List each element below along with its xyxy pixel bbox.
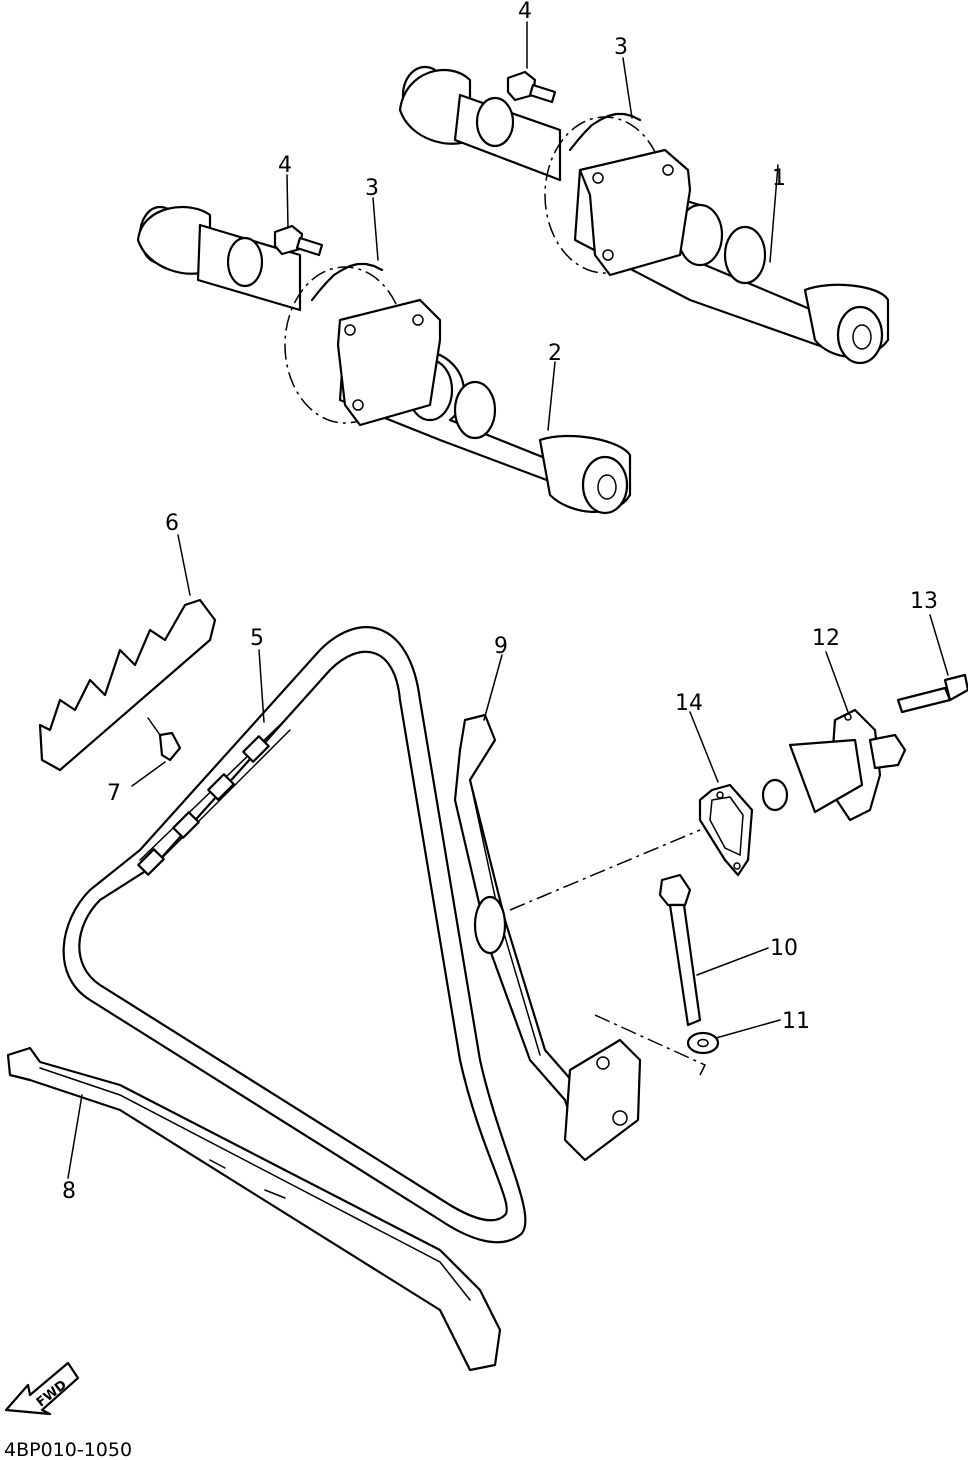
guide-pivot-bolt[interactable] (658, 873, 702, 1027)
callout-3-upper: 3 (614, 35, 628, 60)
assembly-line-gasket (509, 829, 701, 911)
callout-11: 11 (782, 1009, 810, 1034)
washer[interactable] (686, 1031, 720, 1055)
leader-lines (67, 21, 949, 1179)
sprocket-bolt-upper[interactable] (506, 70, 557, 104)
callout-8: 8 (62, 1179, 76, 1204)
callout-7: 7 (107, 781, 121, 806)
chain-tensioner-assembly[interactable] (761, 708, 907, 822)
callout-4-lower: 4 (278, 153, 292, 178)
callout-6: 6 (165, 511, 179, 536)
callout-9: 9 (494, 634, 508, 659)
guide-bolt[interactable] (147, 717, 182, 762)
tensioner-gasket[interactable] (698, 783, 754, 877)
callout-14: 14 (675, 691, 703, 716)
assembly-line-pivot (594, 1014, 707, 1076)
chain-guide-upper[interactable] (38, 598, 217, 772)
callout-1: 1 (772, 166, 786, 191)
chain-tensioner-guide[interactable] (453, 713, 642, 1162)
callout-13: 13 (910, 589, 938, 614)
callout-2: 2 (548, 341, 562, 366)
camshaft-intake[interactable] (136, 205, 632, 515)
sprocket-bolt-lower[interactable] (273, 224, 324, 257)
callout-3-lower: 3 (365, 176, 379, 201)
cam-chain[interactable] (62, 626, 527, 1244)
tensioner-bolt[interactable] (896, 673, 968, 714)
cam-sprocket-lower[interactable] (284, 262, 442, 427)
callout-4-upper: 4 (518, 0, 532, 24)
chain-guide-lower[interactable] (6, 1046, 502, 1372)
cam-sprocket-upper[interactable] (544, 112, 692, 277)
callout-5: 5 (250, 626, 264, 651)
fwd-arrow-icon: FWD (4, 1361, 80, 1416)
diagram-code: 4BP010-1050 (4, 1439, 132, 1460)
callout-12: 12 (812, 626, 840, 651)
callout-10: 10 (770, 936, 798, 961)
